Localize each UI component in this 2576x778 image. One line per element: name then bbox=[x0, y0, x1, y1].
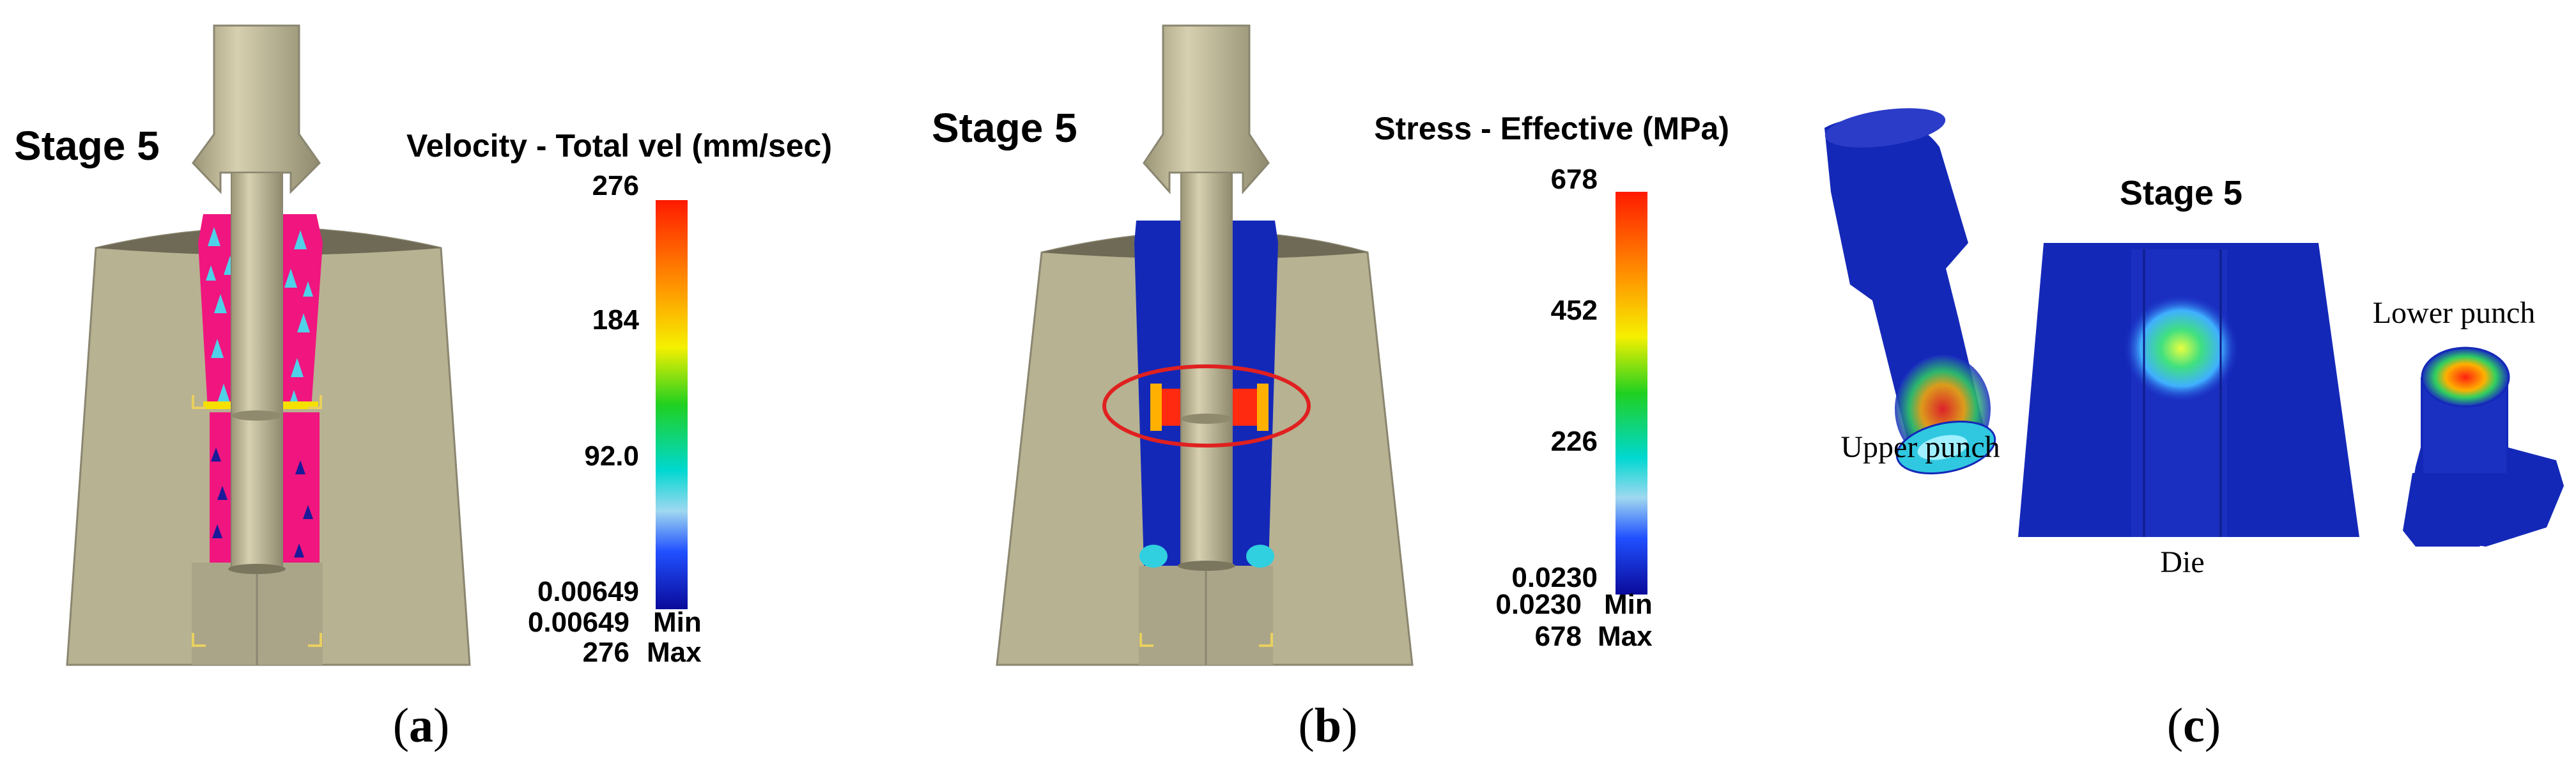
panel-a-markers bbox=[192, 395, 322, 647]
upper-punch-head bbox=[192, 24, 321, 194]
panel-a-stage-label: Stage 5 bbox=[14, 123, 160, 169]
panel-a-min-label: Min bbox=[653, 607, 702, 638]
panel-b-color-scale bbox=[1616, 192, 1647, 595]
panel-a-tick-max: 276 bbox=[592, 170, 639, 201]
panel-b-scale-title: Stress - Effective (MPa) bbox=[1374, 111, 1729, 146]
panel-a-scale-title: Velocity - Total vel (mm/sec) bbox=[406, 128, 832, 164]
panel-a-tick-min: 0.00649 bbox=[537, 576, 639, 607]
upper-punch-shaft bbox=[1180, 172, 1233, 566]
panel-b: Stage 5 Stress - Effective (MPa) bbox=[932, 24, 1729, 752]
panel-a-color-scale bbox=[656, 200, 688, 609]
die-label: Die bbox=[2160, 545, 2204, 579]
panel-b-max-label: Max bbox=[1598, 621, 1653, 652]
panel-b-stage-label: Stage 5 bbox=[932, 105, 1077, 151]
panel-a-tick-2: 184 bbox=[592, 304, 640, 336]
panel-c-stage-label: Stage 5 bbox=[2120, 174, 2242, 212]
panel-b-max-value: 678 bbox=[1535, 621, 1582, 652]
upper-punch-label: Upper punch bbox=[1840, 430, 2000, 464]
panel-a-min-value: 0.00649 bbox=[528, 607, 629, 638]
panel-b-caption: (b) bbox=[1299, 699, 1358, 752]
panel-b-min-label: Min bbox=[1604, 589, 1653, 620]
panel-a-caption: (a) bbox=[393, 699, 450, 752]
velocity-arrows-lower bbox=[211, 447, 313, 557]
panel-a-max-label: Max bbox=[647, 637, 702, 668]
panel-a: Stage 5 bbox=[14, 24, 832, 752]
panel-b-markers bbox=[1139, 633, 1273, 647]
lower-punch-label: Lower punch bbox=[2373, 296, 2536, 330]
panel-b-tick-3: 226 bbox=[1551, 426, 1598, 457]
panel-a-upper-punch bbox=[192, 24, 321, 574]
die-model bbox=[2018, 243, 2359, 537]
upper-punch-model bbox=[1824, 108, 1996, 475]
upper-punch-head bbox=[1143, 24, 1270, 194]
panel-c: Upper punch Stage 5 Die Lower punch (c) bbox=[1824, 108, 2564, 752]
panel-b-tick-min: 0.0230 bbox=[1511, 562, 1598, 593]
panel-b-upper-punch bbox=[1143, 24, 1270, 571]
panel-b-tick-max: 678 bbox=[1551, 164, 1598, 195]
highlight-ellipse bbox=[1102, 364, 1311, 447]
panel-b-tick-2: 452 bbox=[1551, 295, 1598, 326]
lower-punch-model bbox=[2403, 346, 2564, 547]
panel-a-tick-3: 92.0 bbox=[584, 440, 639, 472]
upper-punch-shaft bbox=[231, 172, 283, 570]
panel-c-caption: (c) bbox=[2167, 699, 2221, 752]
panel-a-max-value: 276 bbox=[583, 637, 629, 668]
panel-b-min-value: 0.0230 bbox=[1495, 589, 1582, 620]
